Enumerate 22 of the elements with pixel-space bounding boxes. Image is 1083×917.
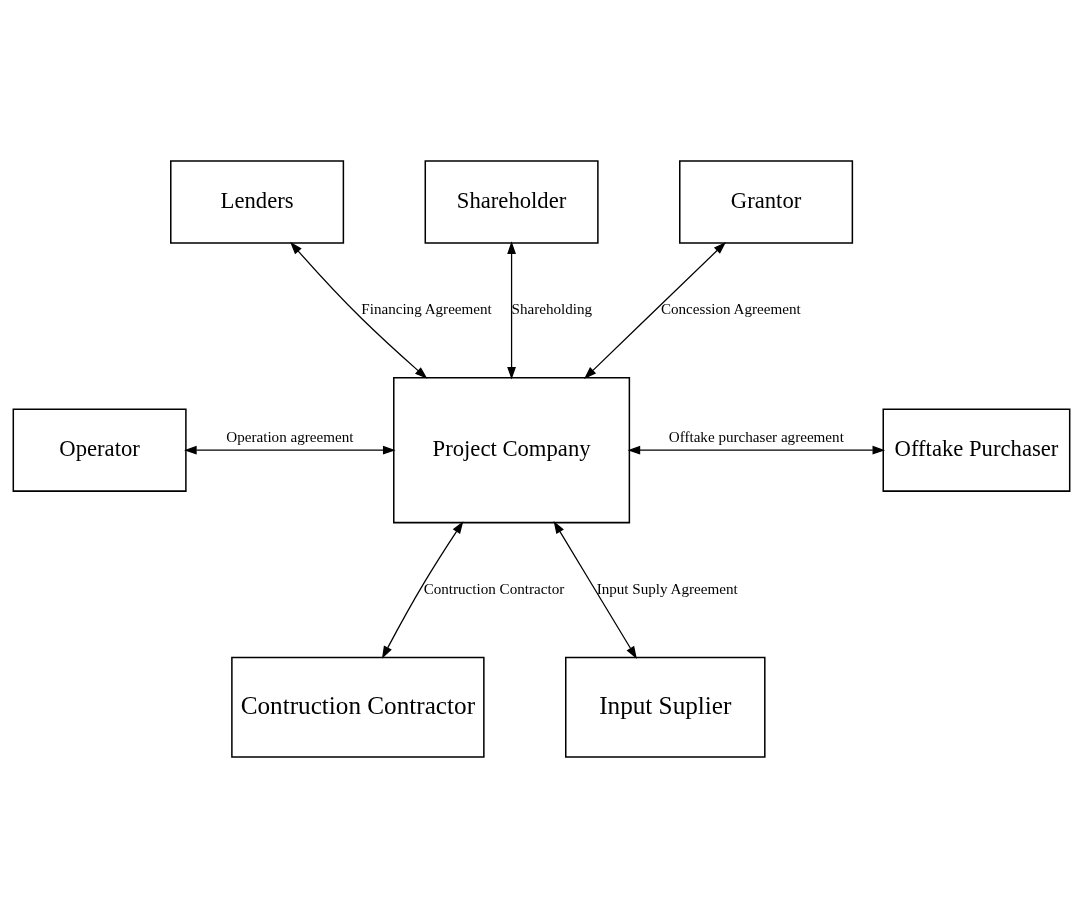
arrow [507, 240, 516, 380]
node-box: Operator [12, 407, 187, 492]
arrow [553, 520, 637, 659]
node-box: Contruction Contractor [231, 656, 485, 758]
arrow [584, 241, 726, 379]
edge-label: Operation agreement [226, 428, 354, 445]
arrow [184, 445, 396, 455]
edge-label: Concession Agreement [660, 300, 801, 317]
edge-label: Input Suply Agreement [596, 580, 738, 597]
node-box: Grantor [679, 159, 854, 244]
arrow [290, 241, 428, 379]
arrow [627, 445, 886, 455]
node-box: Shareholder [424, 159, 599, 244]
node-box: Project Company [393, 376, 631, 523]
edge-label: Offtake purchaser agreement [668, 428, 844, 445]
arrow [381, 520, 464, 659]
edge-label: Financing Agreement [361, 300, 492, 317]
node-box: Lenders [170, 159, 345, 244]
edge-label: Contruction Contractor [423, 580, 565, 597]
edge-label: Shareholding [511, 300, 593, 317]
node-box: Offtake Purchaser [882, 407, 1071, 492]
node-box: Input Suplier [565, 656, 766, 758]
